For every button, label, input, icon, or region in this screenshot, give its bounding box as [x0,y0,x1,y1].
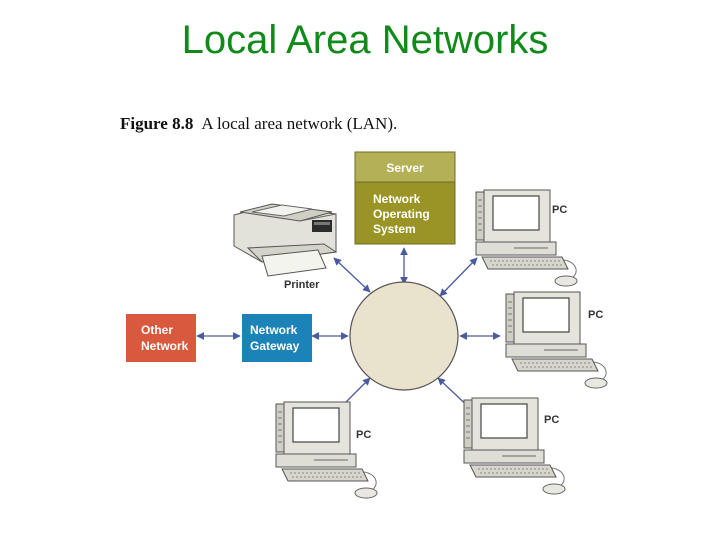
other-network-box: Other Network [126,314,196,362]
figure-number: Figure 8.8 [120,114,194,133]
pc-label-bottom-left: PC [356,429,371,441]
network-hub [349,281,459,391]
figure-caption: Figure 8.8 A local area network (LAN). [120,114,397,134]
other-network-line-1: Other [141,323,173,337]
page-title: Local Area Networks [181,18,549,62]
server-header-label: Server [386,161,424,175]
printer-label: Printer [284,279,320,291]
server-body-line-2: Operating [373,207,430,221]
server-body-line-1: Network [373,192,421,206]
gateway-line-1: Network [250,323,298,337]
connector-printer [333,257,371,293]
other-network-line-2: Network [141,339,189,353]
gateway-line-2: Gateway [250,339,300,353]
pc-label-top-right: PC [552,204,567,216]
pc-icon-bottom-right [463,397,566,495]
pc-icon-right [505,291,608,389]
connector-pc-top-right [439,257,478,297]
network-gateway-box: Network Gateway [242,314,312,362]
pc-label-bottom-right: PC [544,414,559,426]
printer-icon [233,203,338,277]
server-body-line-3: System [373,222,416,236]
pc-label-right: PC [588,309,603,321]
server-box: Server Network Operating System [354,151,456,245]
figure-caption-text: A local area network (LAN). [201,114,398,133]
pc-icon-bottom-left [275,401,378,499]
